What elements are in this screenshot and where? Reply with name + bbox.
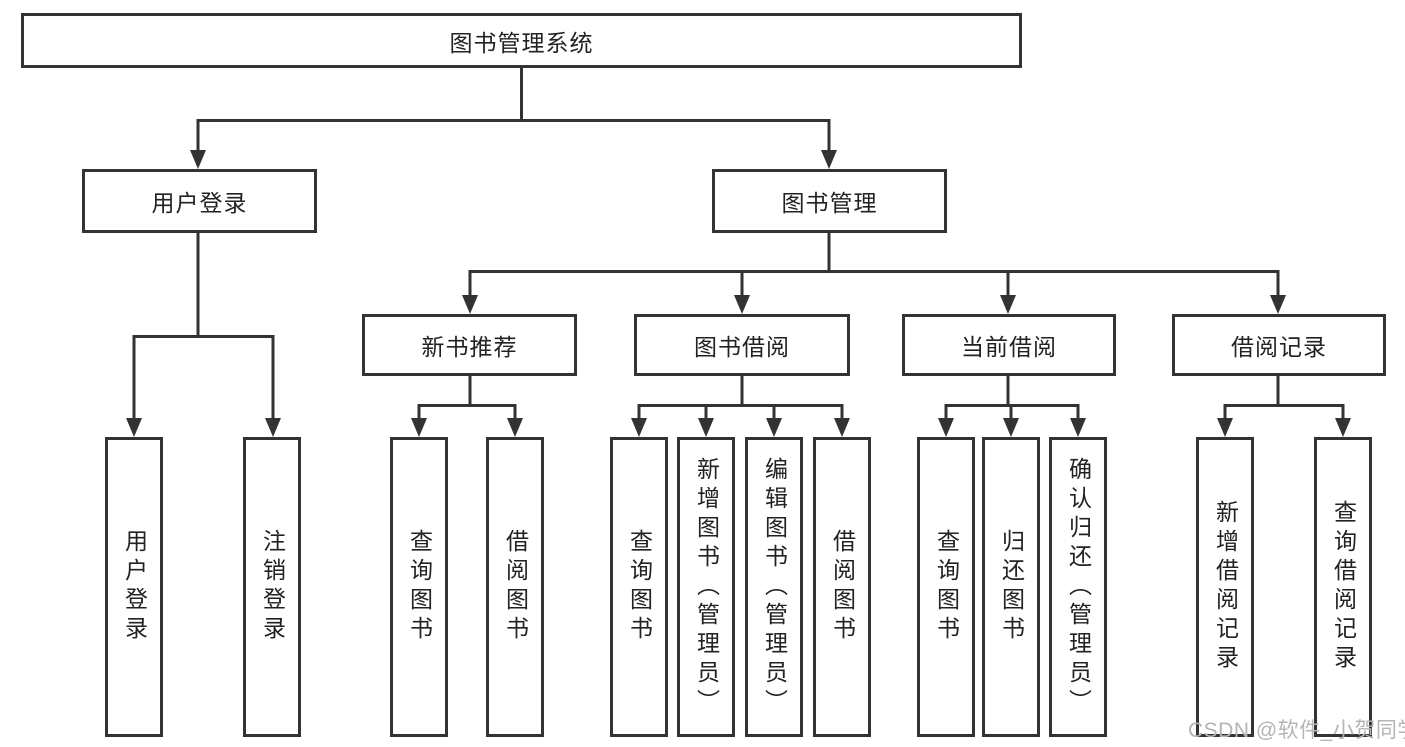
node-new-book-recommend: 新书推荐 bbox=[362, 314, 577, 376]
node-book-management: 图书管理 bbox=[712, 169, 947, 233]
csdn-watermark: CSDN @软件_小贺同学 bbox=[1188, 719, 1405, 742]
leaf-query-books-current: 查询图书 bbox=[917, 437, 975, 737]
node-library-management-system: 图书管理系统 bbox=[21, 13, 1022, 68]
leaf-user-login: 用户登录 bbox=[105, 437, 163, 737]
leaf-borrow-books-borrowing: 借阅图书 bbox=[813, 437, 871, 737]
leaf-confirm-return-admin: 确认归还（管理员） bbox=[1049, 437, 1107, 737]
leaf-add-books-admin: 新增图书（管理员） bbox=[677, 437, 735, 737]
tree-connector-lines bbox=[132, 68, 1345, 420]
node-book-borrowing: 图书借阅 bbox=[634, 314, 850, 376]
node-user-login: 用户登录 bbox=[82, 169, 317, 233]
leaf-return-books: 归还图书 bbox=[982, 437, 1040, 737]
leaf-query-borrow-record: 查询借阅记录 bbox=[1314, 437, 1372, 737]
leaf-query-books-recommend: 查询图书 bbox=[390, 437, 448, 737]
node-current-borrowing: 当前借阅 bbox=[902, 314, 1116, 376]
leaf-add-borrow-record: 新增借阅记录 bbox=[1196, 437, 1254, 737]
leaf-query-books-borrowing: 查询图书 bbox=[610, 437, 668, 737]
leaf-edit-books-admin: 编辑图书（管理员） bbox=[745, 437, 803, 737]
leaf-logout: 注销登录 bbox=[243, 437, 301, 737]
leaf-borrow-books-recommend: 借阅图书 bbox=[486, 437, 544, 737]
node-borrowing-records: 借阅记录 bbox=[1172, 314, 1386, 376]
